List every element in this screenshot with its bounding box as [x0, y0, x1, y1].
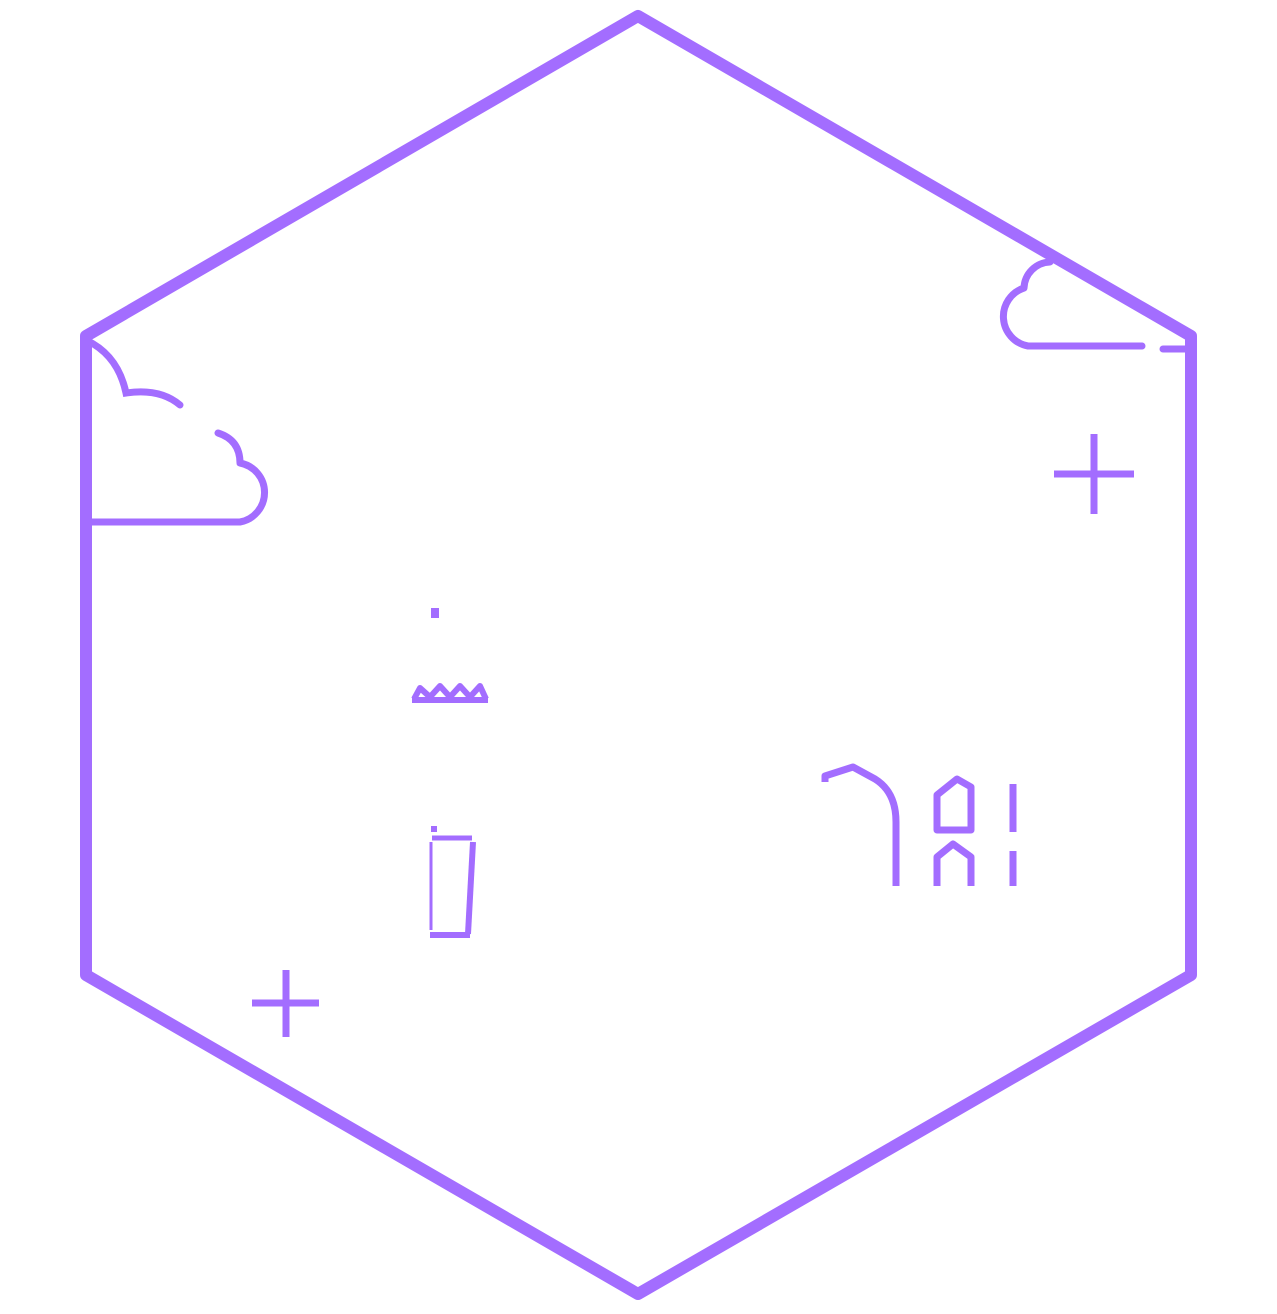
- sparkle-icon: [252, 970, 319, 1037]
- lighthouse-icon: [411, 608, 489, 938]
- hexagon-frame-icon: [80, 10, 1197, 1300]
- cloud-icon: [999, 258, 1190, 353]
- mosque-icon: [821, 763, 1017, 886]
- cloud-icon: [86, 336, 268, 526]
- sparkle-icon: [1054, 434, 1134, 514]
